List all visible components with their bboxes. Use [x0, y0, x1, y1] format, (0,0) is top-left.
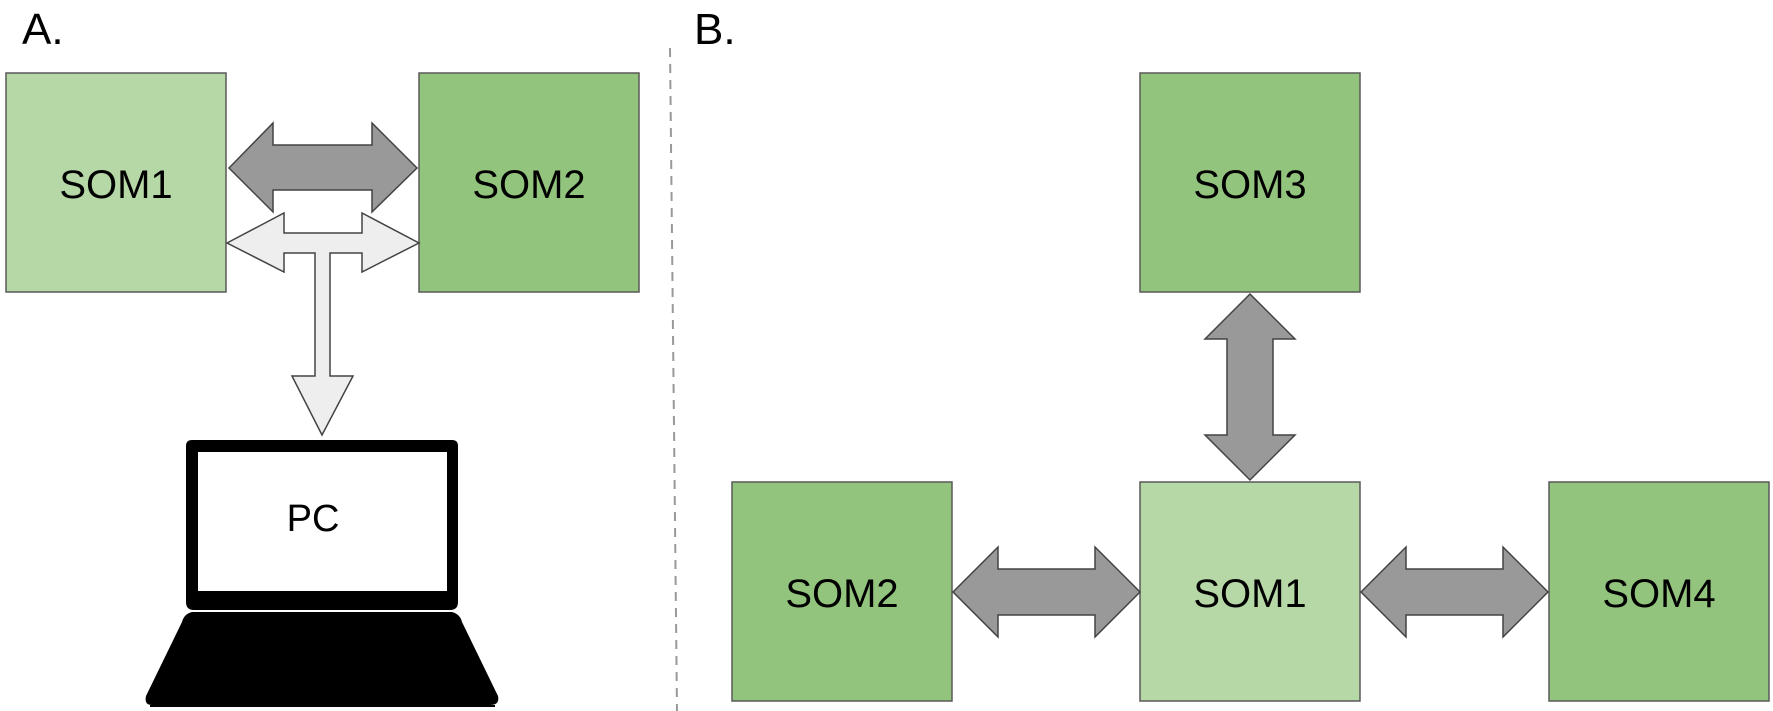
panel-a-label: A. [22, 5, 64, 54]
pc-laptop-icon [145, 440, 499, 707]
panel-a-bus-arrow [225, 211, 421, 437]
panel-a: SOM1 SOM2 PC [5, 72, 640, 707]
pc-label: PC [287, 498, 340, 540]
panel-a-som2-box [418, 72, 640, 293]
panel-b: SOM3 SOM2 SOM1 SOM4 [731, 72, 1770, 702]
panel-b-som1-label: SOM1 [1193, 572, 1306, 616]
panel-b-som2-box [731, 481, 953, 702]
panel-b-label: B. [694, 5, 736, 54]
panel-b-som4-label: SOM4 [1602, 572, 1715, 616]
panel-b-som1-som4-arrow [1359, 545, 1550, 639]
panel-b-som4-box [1548, 481, 1770, 702]
panel-a-som1-som2-arrow [227, 121, 419, 214]
panel-b-som3-label: SOM3 [1193, 163, 1306, 207]
panel-a-som2-label: SOM2 [472, 163, 585, 207]
panel-divider [669, 47, 678, 711]
panel-b-som3-box [1139, 72, 1361, 293]
panel-a-som1-box [5, 72, 227, 293]
panel-b-som2-som1-arrow [951, 545, 1142, 639]
panel-a-som1-label: SOM1 [59, 163, 172, 207]
panel-b-som3-som1-arrow [1203, 292, 1297, 482]
panel-b-som2-label: SOM2 [785, 572, 898, 616]
